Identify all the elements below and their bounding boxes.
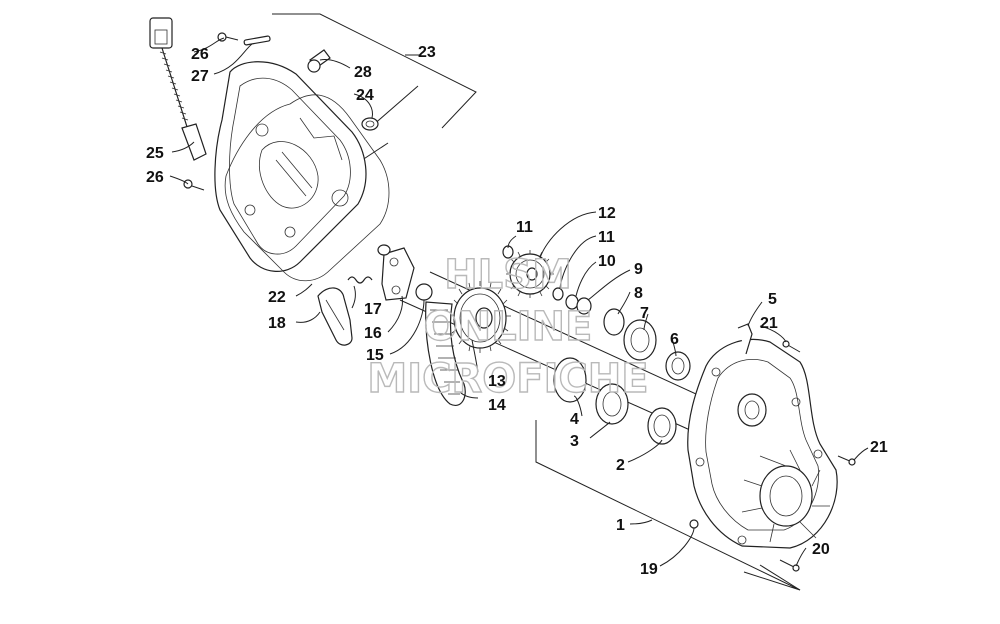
callout-27: 27 [191, 68, 209, 85]
callout-labels: 23 26 27 28 24 25 26 22 18 17 16 15 11 1… [146, 44, 888, 578]
callout-20: 20 [812, 541, 830, 558]
speed-sensor-cable-part [149, 17, 207, 161]
callout-9: 9 [634, 261, 643, 278]
callout-10: 10 [598, 253, 616, 270]
callout-26-left: 26 [146, 169, 164, 186]
callout-21-top: 21 [760, 315, 778, 332]
callout-4: 4 [570, 411, 579, 428]
watermark: HLSM ONLINE MICROFICHE [367, 251, 650, 402]
watermark-line-1: HLSM [444, 252, 572, 298]
chain-case-cover-part [214, 61, 367, 272]
callout-22: 22 [268, 289, 286, 306]
drive-gear-parts [502, 245, 592, 315]
callout-12: 12 [598, 205, 616, 222]
sprocket-and-chain-parts [425, 281, 511, 406]
callout-leader-lines [169, 37, 869, 567]
callout-18: 18 [268, 315, 286, 332]
callout-3: 3 [570, 433, 579, 450]
watermark-line-3: MICROFICHE [367, 356, 648, 402]
bearing-parts-lower [553, 357, 677, 445]
callout-7: 7 [640, 305, 649, 322]
callout-13: 13 [488, 373, 506, 390]
callout-25: 25 [146, 145, 164, 162]
watermark-line-2: ONLINE [424, 304, 593, 350]
hardware-fasteners-top [183, 32, 379, 191]
callout-8: 8 [634, 285, 643, 302]
callout-1: 1 [616, 517, 625, 534]
chain-case-housing-part [687, 323, 856, 572]
cover-gasket-part [224, 94, 390, 282]
chain-tensioner-parts [347, 244, 433, 301]
callout-11-right: 11 [598, 229, 615, 246]
callout-28: 28 [354, 64, 372, 81]
callout-14: 14 [488, 397, 506, 414]
callout-11-top: 11 [516, 219, 533, 236]
callout-24: 24 [356, 87, 374, 104]
callout-21-right: 21 [870, 439, 888, 456]
bearing-parts-upper [603, 308, 691, 381]
callout-15: 15 [366, 347, 384, 364]
callout-5: 5 [768, 291, 777, 308]
callout-6: 6 [670, 331, 679, 348]
callout-2: 2 [616, 457, 625, 474]
rubber-pad-part [317, 287, 353, 346]
callout-16: 16 [364, 325, 382, 342]
callout-19: 19 [640, 561, 658, 578]
callout-23: 23 [418, 44, 436, 61]
callout-17: 17 [364, 301, 382, 318]
callout-26-top: 26 [191, 46, 209, 63]
